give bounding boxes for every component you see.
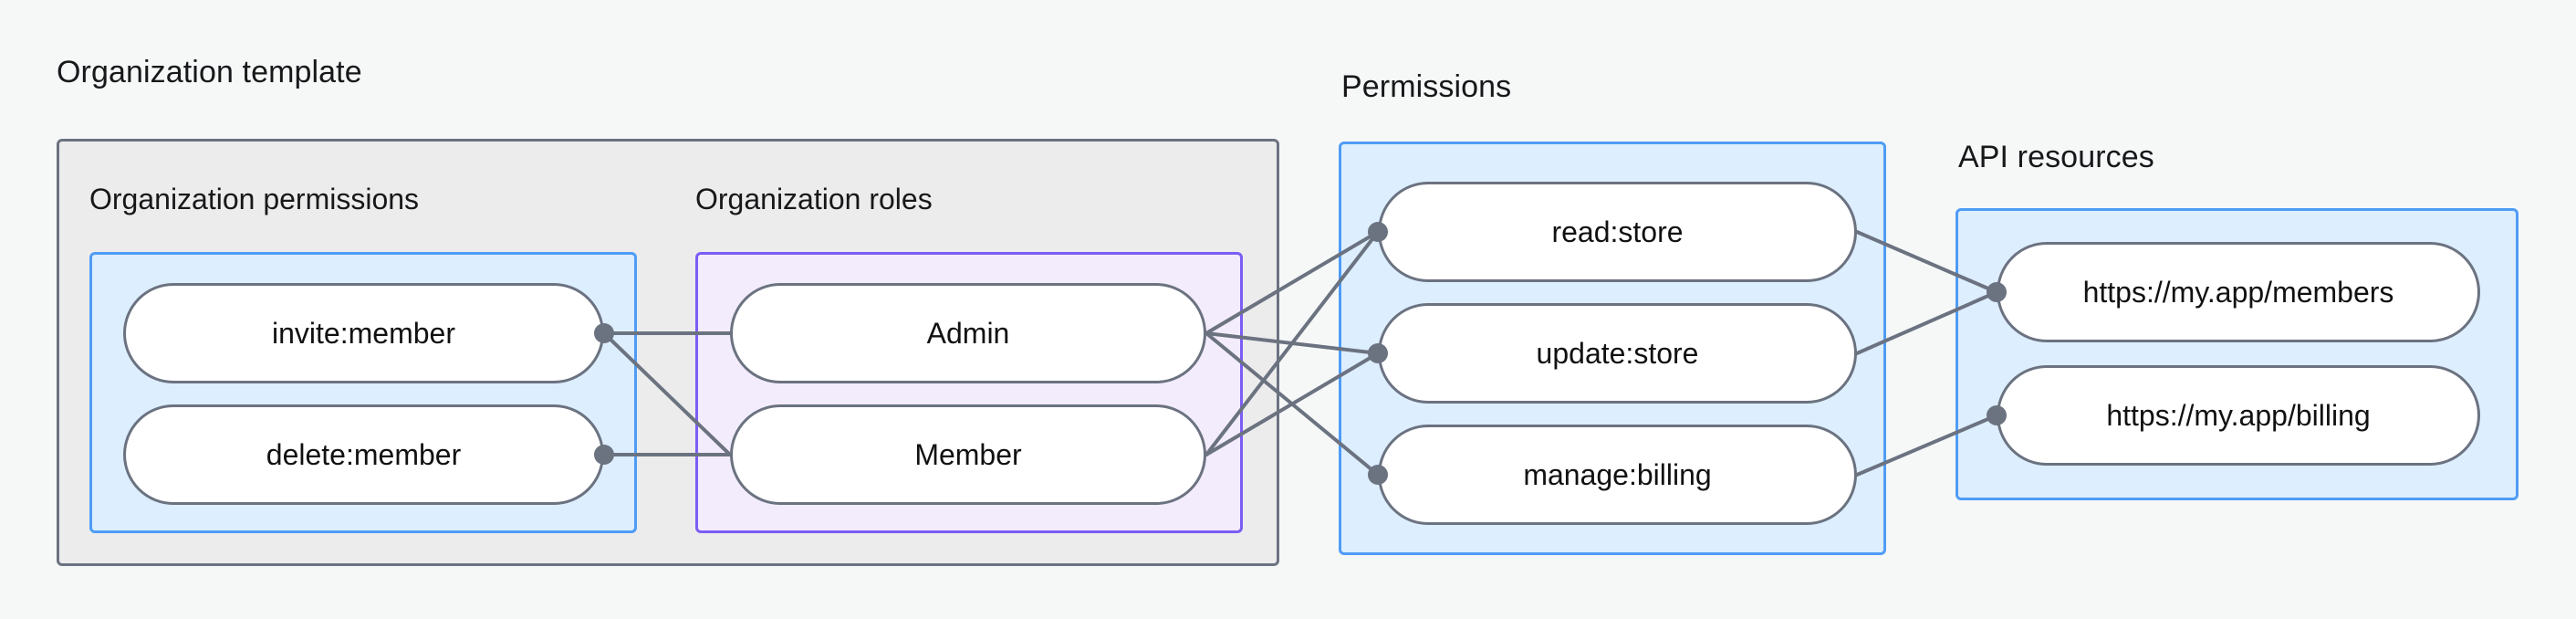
node-label-admin: Admin <box>926 316 1010 350</box>
node-billing-url[interactable]: https://my.app/billing <box>1997 365 2480 466</box>
node-label-delete-member: delete:member <box>266 437 462 471</box>
group-title-api-resources: API resources <box>1958 140 2154 174</box>
node-read-store[interactable]: read:store <box>1378 182 1857 282</box>
node-update-store[interactable]: update:store <box>1378 303 1857 404</box>
node-label-invite-member: invite:member <box>272 316 455 350</box>
node-manage-billing[interactable]: manage:billing <box>1378 425 1857 525</box>
node-label-members-url: https://my.app/members <box>2082 275 2394 309</box>
node-invite-member[interactable]: invite:member <box>123 283 604 383</box>
node-admin[interactable]: Admin <box>730 283 1206 383</box>
node-label-manage-billing: manage:billing <box>1523 457 1712 491</box>
node-member[interactable]: Member <box>730 404 1206 505</box>
group-title-permissions: Permissions <box>1341 69 1512 104</box>
node-label-update-store: update:store <box>1536 336 1699 370</box>
subgroup-title-organization-permissions: Organization permissions <box>89 183 420 215</box>
node-delete-member[interactable]: delete:member <box>123 404 604 505</box>
node-members-url[interactable]: https://my.app/members <box>1997 242 2480 342</box>
subgroup-title-organization-roles: Organization roles <box>695 183 933 215</box>
node-label-member: Member <box>914 437 1022 471</box>
node-label-billing-url: https://my.app/billing <box>2106 398 2371 432</box>
group-title-organization-template: Organization template <box>57 55 362 89</box>
node-label-read-store: read:store <box>1551 215 1684 248</box>
